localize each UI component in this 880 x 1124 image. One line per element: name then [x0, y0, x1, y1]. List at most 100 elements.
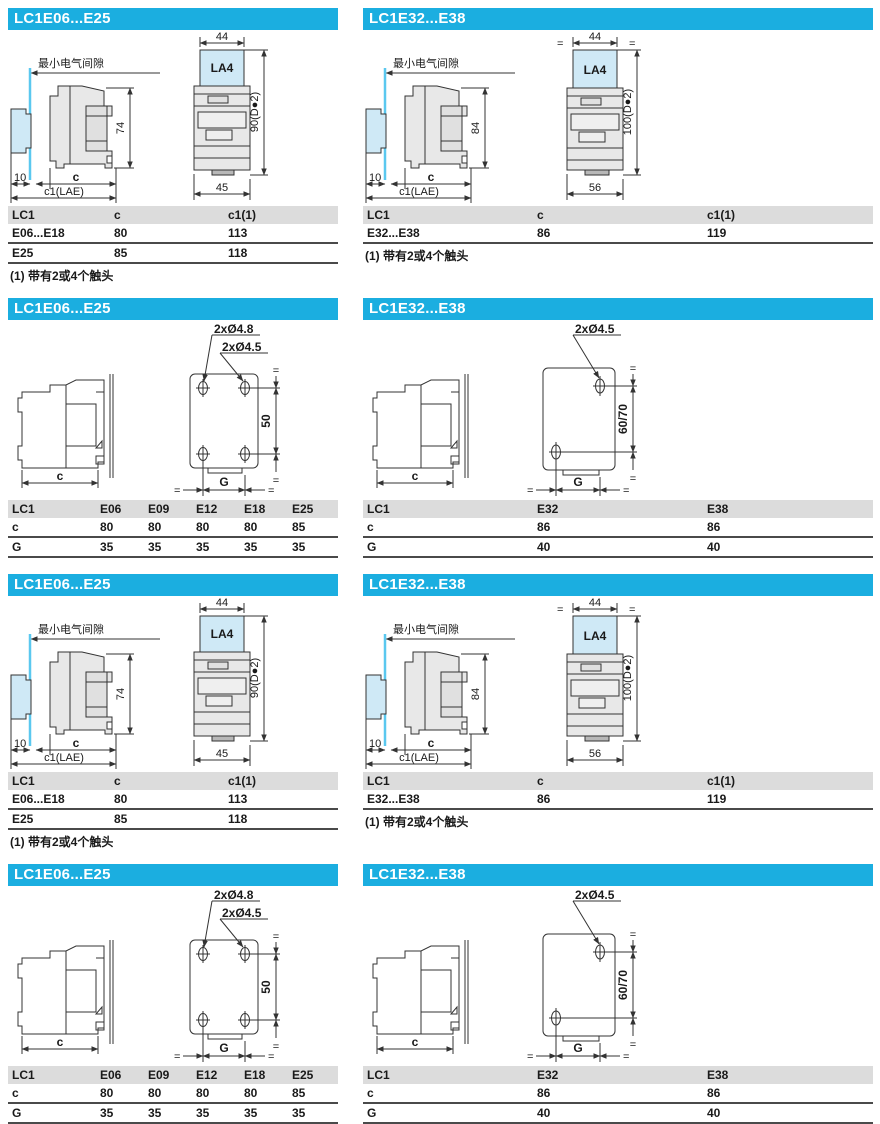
la4-module-shape [572, 615, 618, 655]
cell: 80 [196, 1086, 210, 1100]
cell: 35 [100, 540, 114, 554]
table-row: c 86 86 [363, 1084, 873, 1103]
offset-dim: 10 [14, 172, 26, 184]
mounting-hole [196, 945, 210, 963]
depth-dim: c [57, 1035, 64, 1049]
table-row: G 35 35 35 35 35 [8, 537, 338, 557]
cell: c [12, 1086, 19, 1100]
col-header: E38 [703, 500, 873, 518]
cell: 80 [148, 520, 162, 534]
table-row: c 80 80 80 80 85 [8, 518, 338, 537]
clearance-label: 最小电气间隙 [38, 56, 104, 70]
section-header: LC1E32...E38 [363, 8, 873, 30]
col-header: LC1 [363, 772, 533, 790]
equal-mark: = [174, 1051, 180, 1063]
section-lc1e32-e38-mounting: LC1E32...E38 c 2xØ4.5 [363, 298, 873, 558]
horizontal-spacing-dim: G [219, 1041, 228, 1055]
cell: 86 [537, 226, 551, 240]
cell: 40 [537, 540, 551, 554]
equal-mark: = [268, 1051, 274, 1063]
side-view-drawing: 最小电气间隙 74 10 [10, 56, 160, 203]
front-view-drawing: 44 LA4 90(D●2) [193, 597, 268, 766]
cell: 80 [196, 520, 210, 534]
col-header: E06 [96, 1066, 144, 1084]
cell: 80 [148, 1086, 162, 1100]
depth-dim: c [57, 469, 64, 483]
equal-mark: = [623, 1051, 629, 1063]
mounting-hole [238, 379, 252, 397]
depth-total-dim: c1(LAE) [399, 186, 439, 198]
row-mounting-dimensions-1: LC1E06...E25 c 2xØ4.8 [8, 298, 873, 558]
side-height-dim: 84 [470, 688, 482, 700]
section-lc1e06-e25-dimensions: LC1E06...E25 最小电气间隙 74 [8, 8, 338, 284]
col-header: c [533, 206, 703, 224]
terminal-block-shape [10, 674, 32, 720]
equal-mark: = [629, 38, 635, 50]
table-row: G 35 35 35 35 35 [8, 1103, 338, 1123]
section-lc1e06-e25-mounting: LC1E06...E25 c 2xØ4.8 [8, 864, 338, 1124]
col-header: LC1 [8, 1066, 96, 1084]
depth-dim: c [428, 736, 435, 750]
section-header: LC1E32...E38 [363, 298, 873, 320]
mounting-hole [549, 1008, 563, 1028]
col-header: E38 [703, 1066, 873, 1084]
cell: 80 [114, 792, 128, 806]
cell: c [367, 520, 374, 534]
row-mounting-dimensions-2: LC1E06...E25 c 2xØ4.8 [8, 864, 873, 1124]
vertical-spacing-dim: 60/70 [616, 970, 630, 1000]
offset-dim: 10 [369, 738, 381, 750]
clearance-label: 最小电气间隙 [393, 56, 459, 70]
equal-mark: = [527, 1051, 533, 1063]
terminal-block-shape [365, 674, 387, 720]
front-width-dim: 44 [216, 31, 228, 43]
mounting-hole [196, 379, 210, 397]
equal-mark: = [273, 931, 279, 943]
col-header: LC1 [363, 1066, 533, 1084]
table-header-row: LC1 c c1(1) [363, 772, 873, 790]
front-height-dim: 100(D●2) [622, 89, 634, 135]
la4-module-shape [572, 49, 618, 89]
hole-diameter-label: 2xØ4.5 [222, 340, 262, 354]
table-header-row: LC1 E06 E09 E12 E18 E25 [8, 1066, 338, 1084]
section-header: LC1E06...E25 [8, 574, 338, 596]
equal-mark: = [630, 929, 636, 941]
front-view-drawing: = = 44 LA4 [557, 597, 641, 766]
vertical-spacing-dim: 60/70 [616, 404, 630, 434]
la4-module-shape [199, 49, 245, 87]
col-header: c [110, 206, 224, 224]
cell: 35 [244, 1106, 258, 1120]
mounting-table: LC1 E06 E09 E12 E18 E25 c 80 80 80 80 85 [8, 500, 338, 558]
front-width-dim: 44 [216, 597, 228, 609]
col-header: c [533, 772, 703, 790]
cell: 35 [100, 1106, 114, 1120]
table-row: c 86 86 [363, 518, 873, 537]
front-bottom-width-dim: 56 [589, 182, 601, 194]
cell: 40 [537, 1106, 551, 1120]
offset-dim: 10 [369, 172, 381, 184]
cell: 80 [100, 520, 114, 534]
table-row: c 80 80 80 80 85 [8, 1084, 338, 1103]
col-header: c1(1) [224, 772, 338, 790]
section-header: LC1E06...E25 [8, 8, 338, 30]
mounting-drawing-area: c 2xØ4.5 = [363, 886, 873, 1066]
equal-mark: = [174, 485, 180, 497]
mounting-hole [238, 1011, 252, 1029]
col-header: E18 [240, 500, 288, 518]
section-header: LC1E32...E38 [363, 574, 873, 596]
cell: 86 [707, 520, 721, 534]
cell: E06...E18 [12, 792, 65, 806]
cell: 35 [292, 540, 306, 554]
module-label: LA4 [584, 629, 607, 643]
col-header: c1(1) [224, 206, 338, 224]
side-view-drawing: 最小电气间隙 84 10 [365, 622, 515, 769]
col-header: E12 [192, 500, 240, 518]
terminal-block-shape [365, 108, 387, 154]
cell: 35 [244, 540, 258, 554]
equal-mark: = [273, 475, 279, 487]
hole-diameter-label: 2xØ4.8 [214, 888, 254, 902]
col-header: LC1 [8, 500, 96, 518]
table-footnote: (1) 带有2或4个触头 [10, 269, 114, 283]
side-height-dim: 74 [115, 688, 127, 700]
table-row: E25 85 118 [8, 243, 338, 263]
